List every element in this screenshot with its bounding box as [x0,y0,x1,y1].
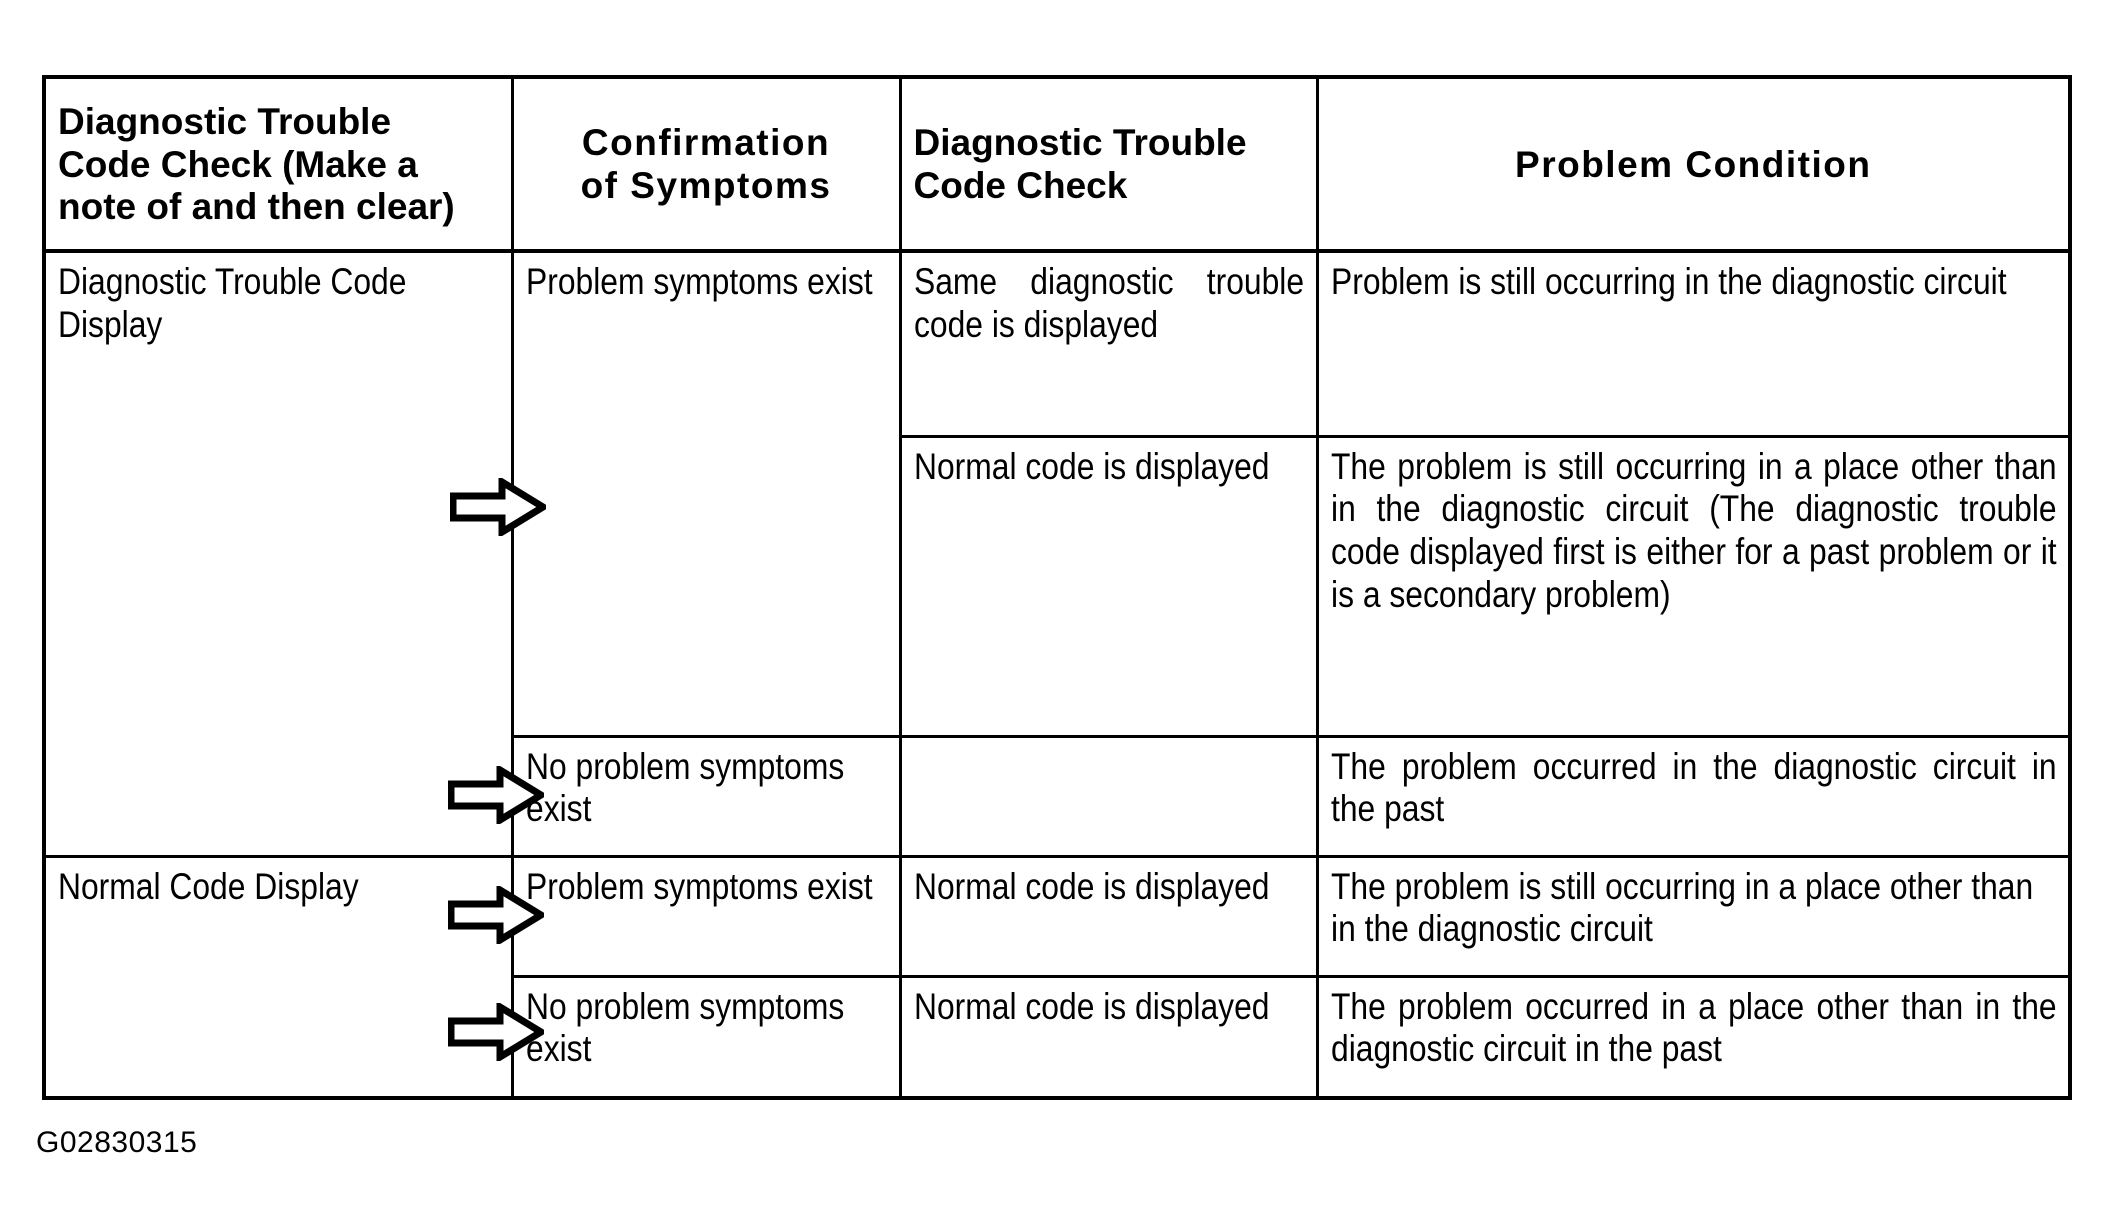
cell-text: Diagnostic Trouble Code Display [58,261,499,347]
cell-problem-symptoms-exist-1: Problem symptoms exist [510,249,902,738]
cell-text-line: than in the diagnostic circuit in the pa… [1330,985,2057,1070]
cell-text: Same diagnostic trouble code is displaye… [914,261,1304,347]
table-header-row: Diagnostic Trouble Code Check (Make a no… [42,75,2072,253]
cell-text-value: Problem symptoms exist [525,261,873,302]
cell-text-value: The problem is still occurring in a plac… [1330,865,2033,950]
cell-text: The problem is still occurring in a plac… [1331,446,2057,618]
cell-dtc-display: Diagnostic Trouble Code Display [42,249,514,858]
cell-normal-code-displayed-4: Normal code is displayed [898,854,1319,978]
table-row: No problem symptoms exist Normal code is… [44,974,2072,1100]
cell-text-line: circuit in the past [1330,745,2057,830]
header-line: Code Check [913,165,1128,206]
header-line: of Symptoms [580,165,832,206]
cell-no-problem-symptoms-exist-3: No problem symptoms exist [510,734,902,858]
cell-text: No problem symptoms exist [526,986,887,1072]
cell-text: Normal code is displayed [914,866,1304,909]
cell-text-line: The problem is still occurring in a plac… [1330,445,1899,487]
cell-condition-occurred-diagnostic-past: The problem occurred in the diagnostic c… [1315,734,2072,858]
figure-caption: G02830315 [36,1126,198,1159]
cell-text: Problem is still occurring in the diagno… [1331,261,2057,304]
table-row: Diagnostic Trouble Code Display Problem … [42,249,2072,858]
cell-text: Normal Code Display [58,866,499,909]
cell-normal-code-displayed-5: Normal code is displayed [898,974,1319,1100]
cell-text-line: first is either for a past problem or it… [1330,531,2057,616]
cell-text-value: Normal Code Display [58,865,359,907]
table-row: No problem symptoms exist The problem oc… [44,734,2072,858]
diagnostic-trouble-code-table: Diagnostic Trouble Code Check (Make a no… [42,75,2072,1100]
cell-condition-still-occurring-diagnostic: Problem is still occurring in the diagno… [1315,249,2072,438]
cell-text-value: Normal code is displayed [913,985,1269,1027]
cell-condition-other-than-diagnostic-4: The problem is still occurring in a plac… [1315,854,2072,978]
cell-text: No problem symptoms exist [526,746,887,832]
cell-text-value: Problem symptoms exist [525,865,873,907]
table-row: Normal Code Display Problem symptoms exi… [42,854,2072,1100]
header-line: Diagnostic Trouble [913,122,1247,164]
cell-text-value: Normal code is displayed [913,445,1269,487]
cell-text: The problem occurred in a place other th… [1331,986,2057,1072]
header-cell-confirmation-of-symptoms: Confirmation of Symptoms [510,75,902,253]
cell-condition-other-than-diagnostic-long: The problem is still occurring in a plac… [1315,434,2072,738]
header-line: Confirmation [581,122,831,164]
cell-empty-dtc-check-3 [898,734,1319,858]
cell-text: Problem symptoms exist [526,261,887,304]
header-line: note of and then clear) [58,186,455,228]
header-line: Code Check (Make a [58,143,418,185]
cell-condition-occurred-other-past: The problem occurred in a place other th… [1315,974,2072,1100]
header-cell-problem-condition: Problem Condition [1315,75,2072,253]
cell-text-line: (The diagnostic trouble code displayed [1330,488,2057,573]
cell-problem-symptoms-exist-4: Problem symptoms exist [510,854,902,978]
cell-text: The problem is still occurring in a plac… [1331,866,2057,952]
cell-text: Problem symptoms exist [526,866,887,909]
cell-text-value: Normal code is displayed [913,865,1269,907]
cell-text-value: Diagnostic Trouble Code Display [58,261,407,345]
cell-normal-code-display: Normal Code Display [42,854,514,1100]
cell-no-problem-symptoms-exist-5: No problem symptoms exist [510,974,902,1100]
header-cell-dtc-check: Diagnostic Trouble Code Check [898,75,1319,253]
header-line: Diagnostic Trouble [58,100,392,142]
cell-text: Normal code is displayed [914,986,1304,1029]
cell-text-value: No problem symptoms exist [525,745,844,830]
cell-text-line: The problem occurred in a place other [1330,985,1889,1027]
header-cell-dtc-check-make-note: Diagnostic Trouble Code Check (Make a no… [42,75,514,253]
cell-text-value: Same diagnostic trouble code is displaye… [913,261,1304,345]
table-row: Normal code is displayed The problem is … [44,434,2072,738]
header-line: Problem Condition [1515,143,1872,185]
cell-text: The problem occurred in the diagnostic c… [1331,746,2057,832]
cell-text-line: The problem occurred in the diagnostic [1330,745,1917,787]
cell-normal-code-displayed-2: Normal code is displayed [898,434,1319,738]
cell-text-line: secondary problem) [1388,574,1671,616]
cell-text-line: other than in the diagnostic circuit [1330,445,2057,530]
cell-same-dtc-displayed: Same diagnostic trouble code is displaye… [898,249,1319,438]
cell-text: Normal code is displayed [914,446,1304,489]
cell-text-value: No problem symptoms exist [525,985,844,1070]
cell-text-value: Problem is still occurring in the diagno… [1330,261,2007,302]
